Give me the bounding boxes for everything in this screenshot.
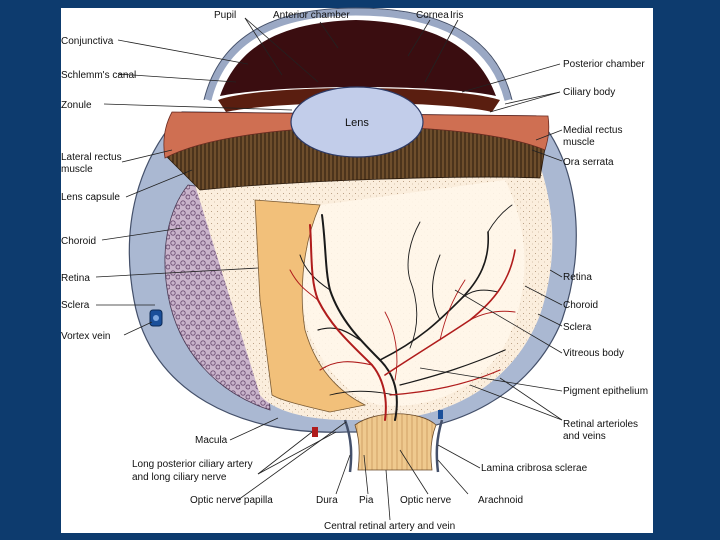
cornea-outline [203, 7, 513, 101]
label-sclera-left: Sclera [61, 300, 90, 311]
label-retina-right: Retina [563, 272, 592, 283]
leader-lines [95, 17, 563, 521]
label-retinal-vessels-1: Retinal arterioles [563, 419, 638, 430]
retinal-arteries [289, 224, 516, 421]
label-cornea: Cornea [416, 10, 449, 21]
lens [290, 86, 424, 158]
label-lateral-rectus-2: muscle [61, 164, 93, 175]
ciliary-artery-mark-right [438, 410, 443, 419]
label-retinal-vessels-2: and veins [563, 431, 606, 442]
label-long-ciliary-2: and long ciliary nerve [132, 472, 227, 483]
optic-nerve-sheath [343, 419, 444, 473]
labels: Pupil Anterior chamber Cornea Iris Conju… [61, 10, 648, 532]
label-ora-serrata: Ora serrata [563, 157, 614, 168]
label-pigment-epithelium: Pigment epithelium [563, 386, 648, 397]
label-zonule: Zonule [61, 100, 92, 111]
label-choroid-left: Choroid [61, 236, 96, 247]
label-lens: Lens [345, 117, 369, 129]
label-central-retinal: Central retinal artery and vein [324, 521, 455, 532]
label-lens-capsule: Lens capsule [61, 192, 120, 203]
retinal-veins [299, 204, 513, 421]
label-lateral-rectus-1: Lateral rectus [61, 152, 122, 163]
label-iris: Iris [450, 10, 463, 21]
label-choroid-right: Choroid [563, 300, 598, 311]
label-pupil: Pupil [214, 10, 236, 21]
vortex-vein-mark [149, 309, 163, 327]
label-medial-rectus-2: muscle [563, 137, 595, 148]
label-optic-papilla: Optic nerve papilla [190, 495, 273, 506]
label-long-ciliary-1: Long posterior ciliary artery [132, 459, 253, 470]
label-medial-rectus-1: Medial rectus [563, 125, 622, 136]
anterior-chamber [220, 20, 496, 96]
label-schlemms-canal: Schlemm's canal [61, 70, 136, 81]
label-posterior-chamber: Posterior chamber [563, 59, 645, 70]
label-vitreous-body: Vitreous body [563, 348, 624, 359]
retina-band [254, 199, 367, 413]
label-dura: Dura [316, 495, 338, 506]
cornea [204, 8, 512, 101]
label-optic-nerve: Optic nerve [400, 495, 452, 506]
label-arachnoid: Arachnoid [478, 495, 523, 506]
label-ciliary-body: Ciliary body [563, 87, 615, 98]
label-vortex-vein: Vortex vein [61, 331, 110, 342]
label-macula: Macula [195, 435, 228, 446]
label-pia: Pia [359, 495, 374, 506]
optic-nerve [354, 413, 437, 471]
label-sclera-right: Sclera [563, 322, 592, 333]
label-lamina-cribrosa: Lamina cribrosa sclerae [481, 463, 588, 474]
label-anterior-chamber: Anterior chamber [273, 10, 350, 21]
label-retina-left: Retina [61, 273, 90, 284]
ciliary-artery-mark [312, 427, 318, 437]
label-conjunctiva: Conjunctiva [61, 36, 114, 47]
